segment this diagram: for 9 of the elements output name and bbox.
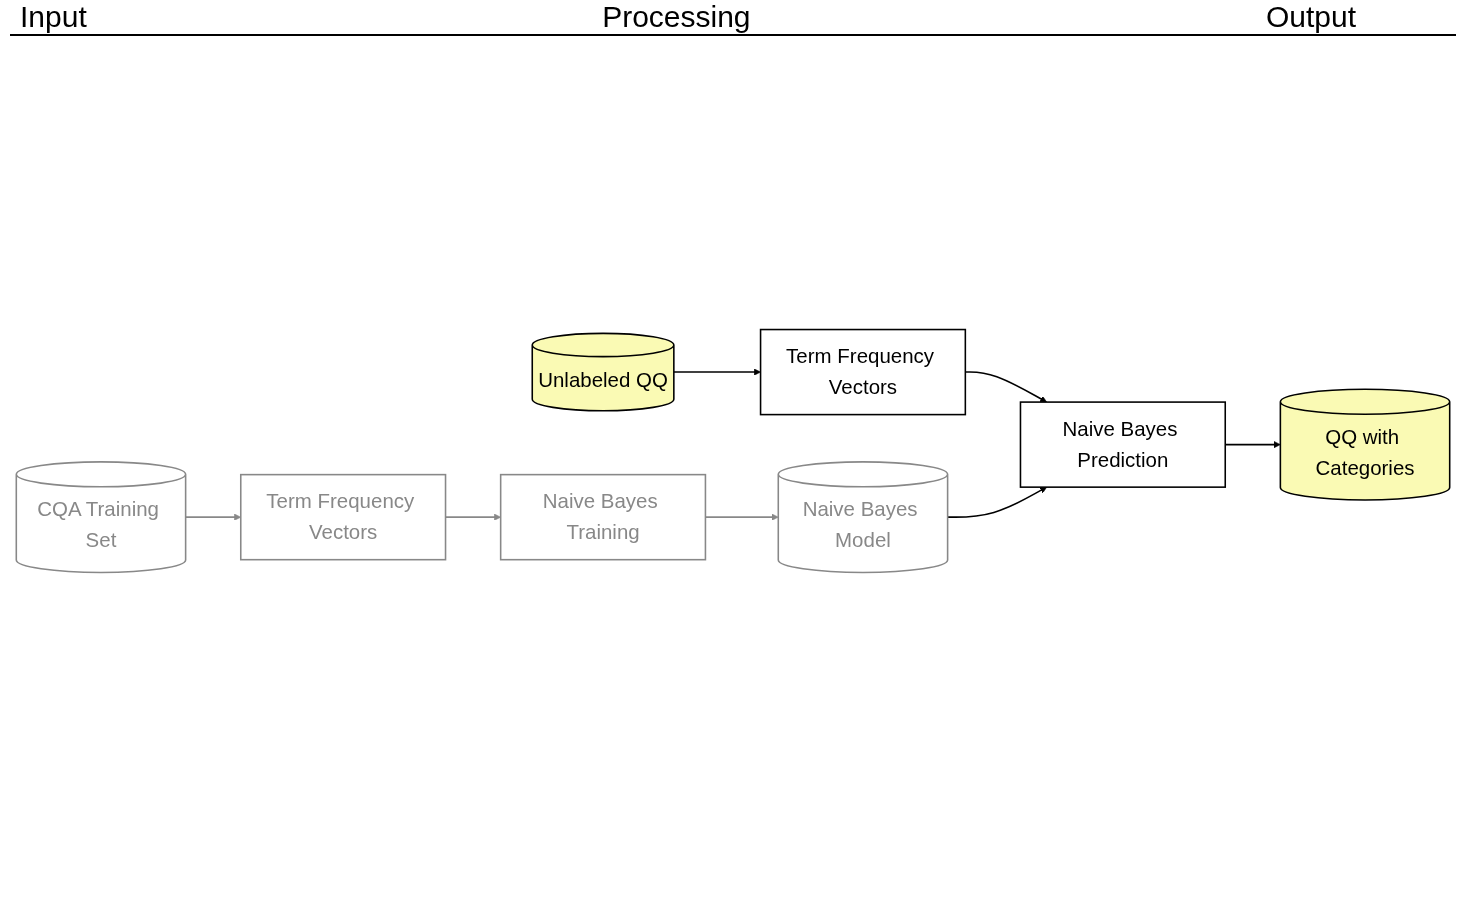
node-box: Term Frequency Vectors: [239, 473, 447, 561]
arrow: [673, 368, 761, 376]
column-heading: Processing: [602, 0, 751, 34]
node-box: Naive Bayes Prediction: [1019, 401, 1227, 488]
node-box: Naive Bayes Training: [499, 473, 707, 561]
node-box: Term Frequency Vectors: [759, 328, 967, 416]
column-heading: Input: [20, 0, 87, 34]
arrow: [946, 486, 1047, 518]
column-heading: Output: [1265, 0, 1356, 34]
